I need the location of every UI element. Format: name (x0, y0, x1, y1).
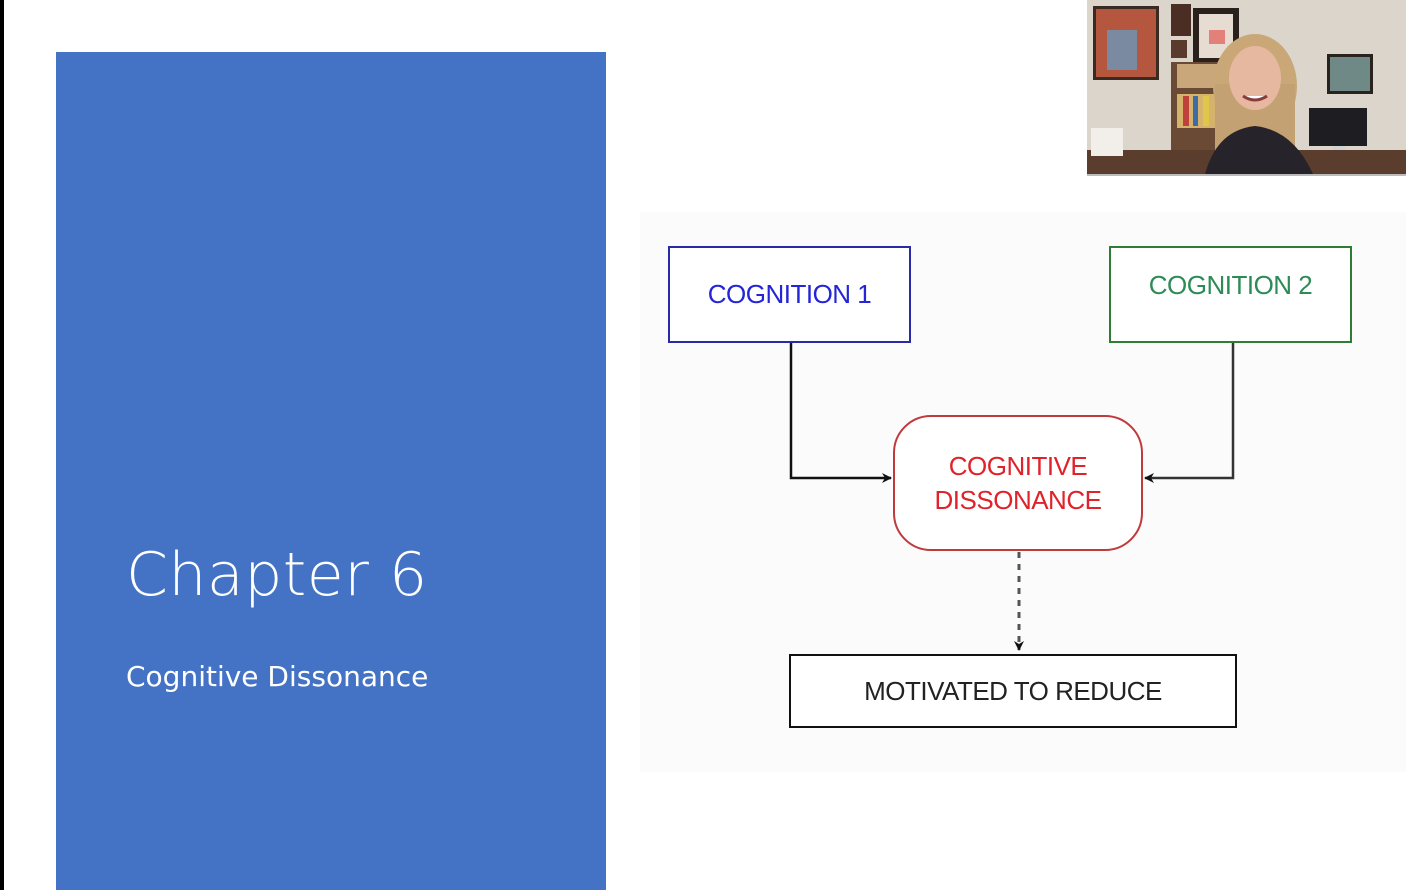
presenter-video-frame (1087, 0, 1406, 174)
left-edge-strip (0, 0, 4, 890)
chapter-title: Chapter 6 (126, 540, 428, 610)
node-motivated-to-reduce: MOTIVATED TO REDUCE (789, 654, 1237, 728)
node-cognition-1-label: COGNITION 1 (707, 279, 872, 309)
title-panel: Chapter 6 Cognitive Dissonance (56, 52, 606, 890)
node-cognition-1: COGNITION 1 (668, 246, 911, 343)
edge-cognition1-to-dissonance (789, 343, 892, 483)
node-cognition-2: COGNITION 2 (1109, 246, 1352, 343)
cognitive-dissonance-diagram: COGNITION 1 COGNITION 2 COGNITIVE DISSON… (640, 212, 1406, 772)
diagram-connectors (789, 343, 1235, 651)
chapter-subtitle: Cognitive Dissonance (126, 660, 429, 693)
node-motivated-label: MOTIVATED TO REDUCE (864, 675, 1162, 706)
edge-cognition2-to-dissonance (1144, 343, 1235, 483)
node-cognition-2-label: COGNITION 2 (1148, 270, 1313, 300)
node-cognitive-dissonance: COGNITIVE DISSONANCE (893, 415, 1143, 551)
node-dissonance-line2: DISSONANCE (934, 485, 1102, 515)
presenter-webcam-thumbnail[interactable] (1087, 0, 1406, 176)
node-dissonance-line1: COGNITIVE (948, 451, 1088, 481)
